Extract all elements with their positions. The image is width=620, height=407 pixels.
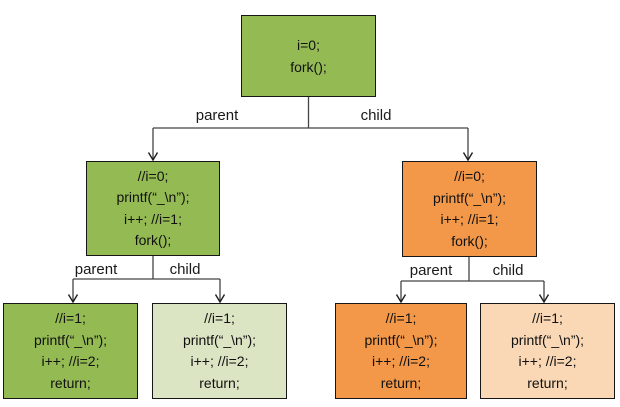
- node-level2-parent-parent: //i=1; printf(“_\n”); i++; //i=2; return…: [3, 303, 138, 399]
- node-level1-parent: //i=0; printf(“_\n”); i++; //i=1; fork()…: [86, 161, 220, 256]
- code-line: printf(“_\n”);: [33, 331, 108, 348]
- code-line: printf(“_\n”);: [364, 331, 438, 348]
- edge-label-l2-left-parent: parent: [74, 261, 118, 278]
- code-line: return;: [380, 374, 422, 391]
- code-line: fork();: [290, 59, 327, 75]
- edge-label-l2-left-child: child: [169, 261, 201, 278]
- code-line: printf(“_\n”);: [182, 331, 257, 348]
- node-level2-child-child: //i=1; printf(“_\n”); i++; //i=2; return…: [480, 303, 615, 399]
- code-line: i++; //i=2;: [190, 353, 249, 369]
- node-level1-child: //i=0; printf(“_\n”); i++; //i=1; fork()…: [402, 161, 537, 257]
- code-line: //i=1;: [204, 310, 235, 326]
- code-line: //i=0;: [137, 167, 169, 184]
- connector-level1-child-to-level2: [400, 257, 545, 301]
- code-line: i++; //i=1;: [440, 211, 499, 227]
- arrowhead-icon: [395, 294, 407, 304]
- code-line: i=0;: [297, 37, 320, 53]
- edge-label-l1-child: child: [360, 107, 392, 124]
- node-level2-parent-child: //i=1; printf(“_\n”); i++; //i=2; return…: [152, 303, 287, 399]
- arrowhead-icon: [538, 294, 550, 304]
- code-line: return;: [50, 374, 91, 391]
- arrowhead-icon: [214, 294, 226, 304]
- code-line: return;: [527, 374, 568, 391]
- node-level2-child-parent: //i=1; printf(“_\n”); i++; //i=2; return…: [335, 303, 467, 399]
- code-line: //i=1;: [532, 310, 563, 326]
- code-line: printf(“_\n”);: [116, 189, 190, 205]
- connector-root-to-level1: [152, 97, 469, 159]
- code-line: i++; //i=2;: [41, 353, 100, 369]
- edge-label-l2-right-parent: parent: [409, 262, 453, 279]
- code-line: printf(“_\n”);: [510, 331, 585, 348]
- arrowhead-icon: [147, 152, 159, 162]
- code-line: printf(“_\n”);: [432, 189, 507, 206]
- code-line: //i=0;: [454, 168, 485, 184]
- node-root: i=0; fork();: [241, 15, 376, 97]
- code-line: return;: [199, 374, 240, 391]
- arrowhead-icon: [462, 152, 474, 162]
- connector-level1-parent-to-level2: [72, 256, 221, 301]
- code-line: i++; //i=2;: [518, 353, 577, 369]
- code-line: //i=1;: [55, 310, 86, 326]
- edge-label-l2-right-child: child: [492, 262, 524, 279]
- arrowhead-icon: [67, 294, 79, 304]
- edge-label-l1-parent: parent: [195, 107, 239, 124]
- code-line: i++; //i=1;: [124, 210, 182, 227]
- code-line: fork();: [134, 232, 172, 248]
- code-line: i++; //i=2;: [372, 353, 430, 369]
- code-line: fork();: [451, 232, 488, 249]
- code-line: //i=1;: [385, 310, 417, 326]
